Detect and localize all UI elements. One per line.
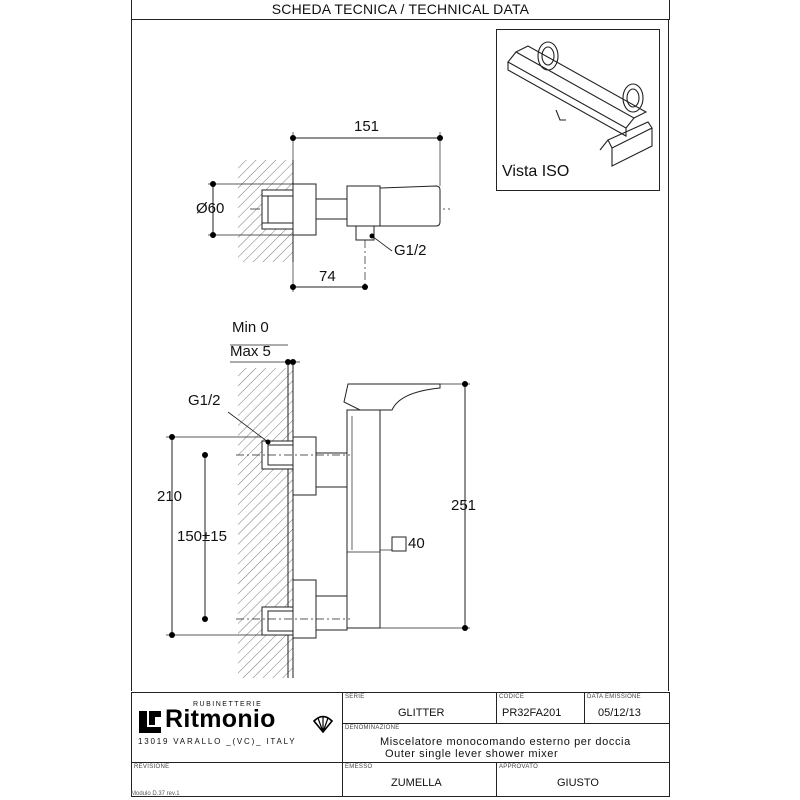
data-caption: DATA EMISSIONE (587, 694, 641, 700)
denominazione-it: Miscelatore monocomando esterno per docc… (380, 736, 631, 748)
dim-total-height: 210 (157, 488, 183, 505)
dim-overall-width: 151 (354, 118, 380, 135)
brand-subtitle: RUBINETTERIE (193, 701, 263, 708)
dim-diameter: Ø60 (196, 200, 225, 217)
frame-left-border (131, 19, 132, 691)
dim-centers: 150±15 (177, 528, 227, 545)
shell-icon (312, 715, 334, 734)
frame-right-border (668, 19, 669, 691)
module-reference: Modulo D.37 rev.1 (131, 791, 180, 797)
title-block: SERIE GLITTER CODICE PR32FA201 DATA EMIS… (131, 692, 670, 797)
brand-name: Ritmonio (165, 705, 276, 733)
iso-view-box (496, 29, 660, 191)
emesso-value: ZUMELLA (391, 777, 442, 789)
approvato-cell: APPROVATO GIUSTO (496, 762, 669, 796)
dim-square: 40 (408, 535, 425, 552)
denominazione-caption: DENOMINAZIONE (345, 725, 400, 731)
codice-value: PR32FA201 (502, 707, 562, 719)
data-value: 05/12/13 (598, 707, 641, 719)
emesso-cell: EMESSO ZUMELLA (342, 762, 496, 796)
revisione-caption: REVISIONE (134, 764, 170, 770)
dim-body-height: 251 (451, 497, 477, 514)
min-label: Min 0 (232, 319, 269, 336)
codice-caption: CODICE (499, 694, 525, 700)
max-label: Max 5 (230, 343, 271, 360)
serie-caption: SERIE (345, 694, 365, 700)
iso-view-label: Vista ISO (502, 163, 570, 180)
denominazione-en: Outer single lever shower mixer (385, 748, 559, 760)
approvato-value: GIUSTO (557, 777, 599, 789)
dim-thread-top: G1/2 (394, 242, 427, 259)
data-cell: DATA EMISSIONE 05/12/13 (584, 693, 669, 723)
serie-value: GLITTER (398, 707, 445, 719)
page-title: SCHEDA TECNICA / TECHNICAL DATA (131, 0, 670, 20)
approvato-caption: APPROVATO (499, 764, 539, 770)
ritmonio-logo-mark (139, 711, 161, 733)
dim-thread-front: G1/2 (188, 392, 221, 409)
dim-offset: 74 (319, 268, 336, 285)
revisione-cell: REVISIONE (132, 762, 342, 796)
denominazione-cell: DENOMINAZIONE Miscelatore monocomando es… (342, 723, 669, 762)
brand-address: 13019 VARALLO _(VC)_ ITALY (138, 737, 297, 746)
serie-cell: SERIE GLITTER (342, 693, 496, 723)
codice-cell: CODICE PR32FA201 (496, 693, 584, 723)
emesso-caption: EMESSO (345, 764, 373, 770)
